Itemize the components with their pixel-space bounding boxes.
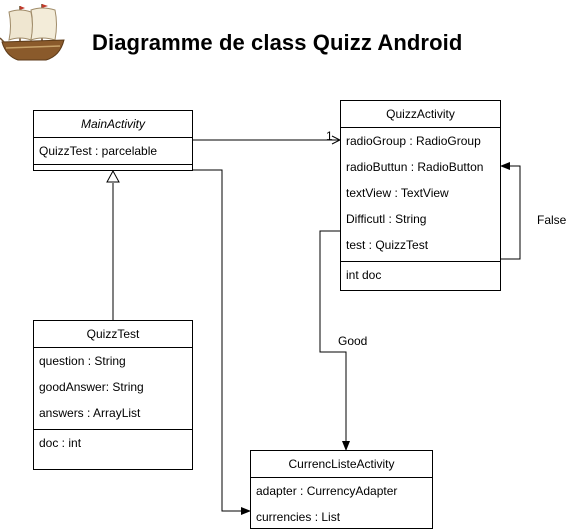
edge-quizzactivity-good (319, 230, 350, 451)
class-attribute: QuizzTest : parcelable (39, 144, 158, 158)
class-operations: int doc (341, 261, 500, 288)
class-attribute: radioGroup : RadioGroup (346, 134, 481, 148)
class-name: CurrencListeActivity (251, 451, 432, 478)
class-operations: doc : int (34, 429, 192, 456)
operations-divider (34, 164, 192, 171)
class-operation: doc : int (39, 436, 82, 450)
class-attribute: Difficutl : String (346, 212, 427, 226)
class-attribute: goodAnswer: String (39, 380, 144, 394)
inheritance-triangle (106, 169, 120, 183)
class-attributes: adapter : CurrencyAdapter currencies : L… (251, 478, 432, 530)
multiplicity-label: 1 (326, 129, 333, 143)
class-main-activity[interactable]: MainActivity QuizzTest : parcelable (33, 110, 193, 171)
diagram-title: Diagramme de class Quizz Android (92, 30, 463, 55)
class-name: QuizzTest (34, 321, 192, 348)
class-attributes: question : String goodAnswer: String ans… (34, 348, 192, 429)
class-currenc-liste-activity[interactable]: CurrencListeActivity adapter : CurrencyA… (250, 450, 433, 529)
class-attributes: QuizzTest : parcelable (34, 138, 192, 164)
class-attributes: radioGroup : RadioGroup radioButtun : Ra… (341, 128, 500, 261)
class-operation: int doc (346, 268, 382, 282)
class-attribute: question : String (39, 354, 126, 368)
false-edge-label: False (537, 213, 567, 227)
class-quizz-activity[interactable]: QuizzActivity radioGroup : RadioGroup ra… (340, 100, 501, 291)
class-name: MainActivity (34, 111, 192, 138)
sailing-ship-icon (0, 4, 65, 61)
class-attribute: adapter : CurrencyAdapter (256, 484, 398, 498)
class-attribute: test : QuizzTest (346, 238, 429, 252)
edge-main-to-currencliste (193, 169, 251, 515)
class-attribute: textView : TextView (346, 186, 449, 200)
class-name: QuizzActivity (341, 101, 500, 128)
class-attribute: answers : ArrayList (39, 406, 141, 420)
edge-quizzactivity-false-loop (500, 162, 521, 260)
class-quizz-test[interactable]: QuizzTest question : String goodAnswer: … (33, 320, 193, 470)
class-attribute: radioButtun : RadioButton (346, 160, 484, 174)
good-edge-label: Good (338, 334, 368, 348)
class-attribute: currencies : List (256, 510, 341, 524)
